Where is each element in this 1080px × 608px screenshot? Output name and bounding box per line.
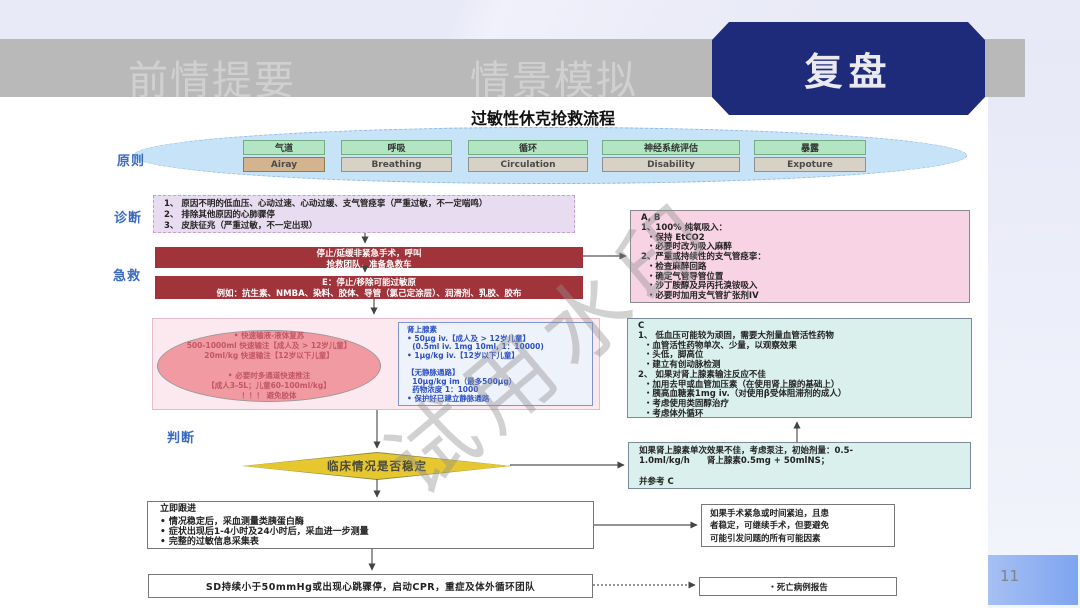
urgent-surgery-box: 如果手术紧急或时间紧迫，且患 者稳定，可继续手术，但要避免 可能引发问题的所有可… [701, 504, 895, 547]
principle-en-disability: Disability [602, 157, 740, 172]
airway-breathing-box: A, B 1、100% 纯氧吸入： ・保持 EtCO2 ・必要时改为吸入麻醉 2… [630, 210, 970, 303]
principle-cn-breathing: 呼吸 [341, 140, 452, 155]
principle-cn-airway: 气道 [243, 140, 325, 155]
followup-items: • 情况稳定后，采血测量类胰蛋白酶 • 症状出现后1-4小时及24小时后，采血进… [160, 516, 369, 548]
diagnosis-criteria-box: 1、 原因不明的低血压、心动过速、心动过缓、支气管痉挛（严重过敏，不一定喘鸣） … [153, 195, 575, 233]
principle-cn-circulation: 循环 [468, 140, 588, 155]
immediate-followup-box: 立即跟进 • 情况稳定后，采血测量类胰蛋白酶 • 症状出现后1-4小时及24小时… [147, 501, 594, 549]
rescue-stop-surgery-box: 停止/延缓非紧急手术，呼叫 抢救团队，准备急救车 [155, 247, 583, 270]
page-number-square: 11 [988, 555, 1078, 605]
principle-en-circulation: Circulation [468, 157, 588, 172]
principle-en-airway: Airay [243, 157, 325, 172]
label-judgment: 判断 [167, 431, 196, 446]
label-principle: 原则 [117, 154, 146, 169]
principle-en-breathing: Breathing [341, 157, 452, 172]
circulation-box: C 1、 低血压可能较为顽固，需要大剂量血管活性药物 ・血管活性药物单次、少量，… [627, 318, 972, 419]
death-report-box: ・死亡病例报告 [699, 577, 897, 596]
principle-cn-exposure: 暴露 [754, 140, 866, 155]
epinephrine-dose-box: 肾上腺素 • 50µg iv.【成人及 > 12岁儿童】 (0.5ml iv. … [398, 322, 593, 406]
label-rescue: 急救 [113, 269, 142, 284]
fluid-resuscitation-ellipse: • 快速输液-液体复苏 500-1000ml 快速输注【成人及 > 12岁儿童】… [157, 330, 381, 402]
label-diagnosis: 诊断 [114, 211, 143, 226]
rescue-remove-allergen-box: E：停止/移除可能过敏原 例如：抗生素、NMBA、染料、胶体、导管（氯己定涂层）… [155, 276, 583, 299]
principle-en-exposure: Expoture [754, 157, 866, 172]
flowchart-title: 过敏性休克抢救流程 [470, 109, 615, 128]
followup-title: 立即跟进 [160, 504, 197, 514]
tab-review-active[interactable]: 复盘 [712, 22, 985, 115]
tab-review-label: 复盘 [804, 50, 893, 94]
cpr-box: SD持续小于50mmHg或出现心跳骤停，启动CPR，重症及体外循环团队 [148, 574, 593, 598]
tab-previous-summary[interactable]: 前情提要 [128, 58, 296, 104]
page-number: 11 [1000, 567, 1020, 585]
tab-scenario-simulation[interactable]: 情景模拟 [470, 58, 638, 104]
principle-cn-disability: 神经系统评估 [602, 140, 740, 155]
principles-ellipse [133, 127, 967, 184]
epinephrine-pump-box: 如果肾上腺素单次效果不佳，考虑泵注，初始剂量：0.5- 1.0ml/kg/h 肾… [628, 442, 971, 489]
